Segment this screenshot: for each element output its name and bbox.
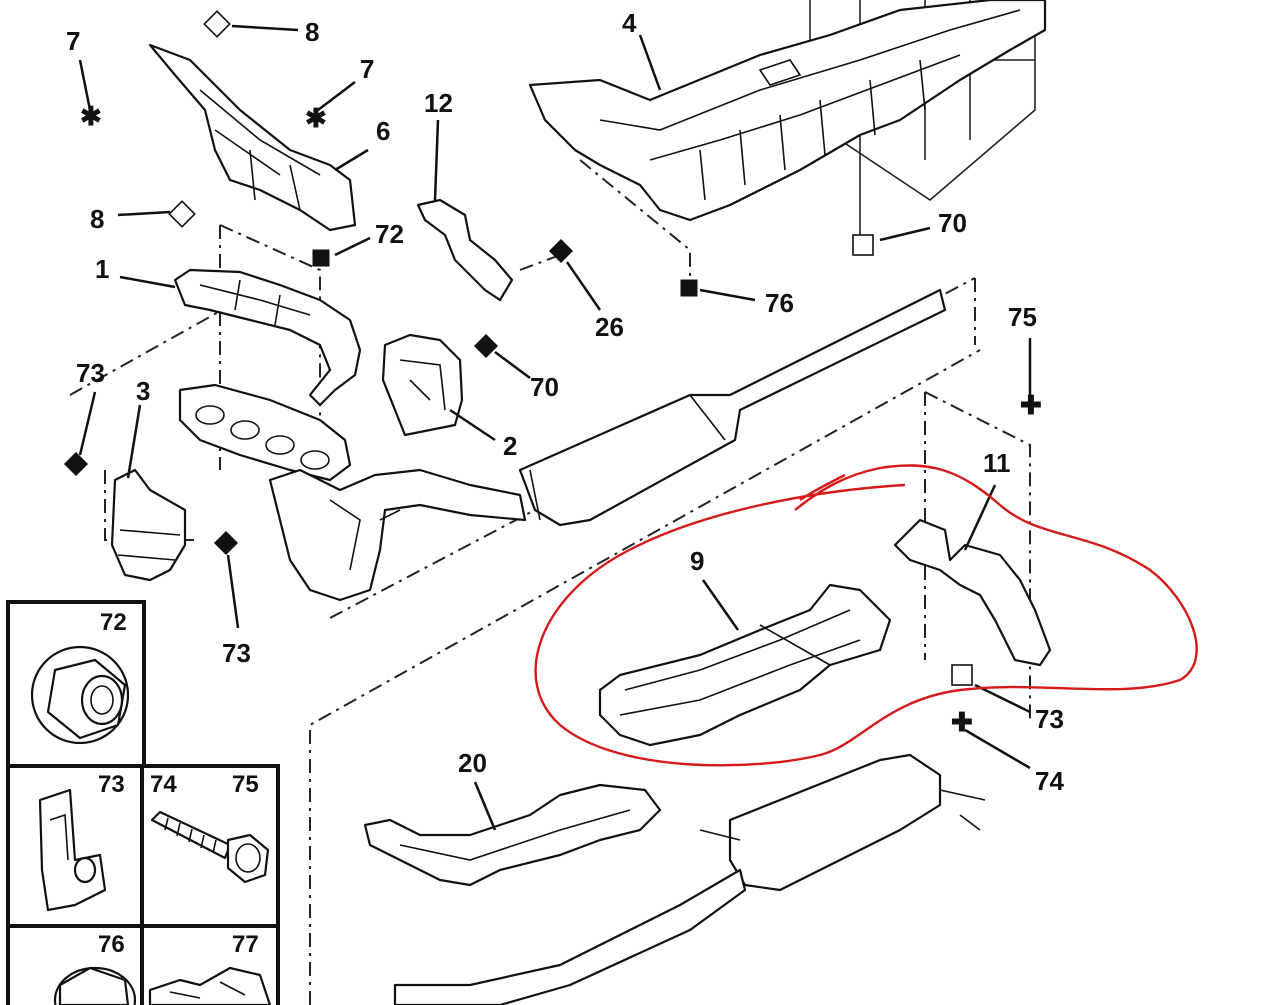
legend-76: 76 xyxy=(98,931,125,958)
callout-2: 2 xyxy=(503,431,517,461)
part-12-bracket[interactable] xyxy=(416,198,514,302)
callout-73b: 73 xyxy=(1035,704,1064,734)
exhaust-front-pipe[interactable] xyxy=(518,288,947,527)
legend-73: 73 xyxy=(98,771,125,798)
callout-76: 76 xyxy=(765,288,794,318)
legend-77: 77 xyxy=(232,931,259,958)
callout-4: 4 xyxy=(622,8,637,38)
part-2-small-shield[interactable] xyxy=(381,333,464,437)
screw-icon xyxy=(150,810,270,884)
callout-8a: 8 xyxy=(305,17,319,47)
part-3-clamp[interactable] xyxy=(110,468,187,582)
fastener-legend: 72 73 74 75 76 77 xyxy=(6,600,280,1005)
callout-75: 75 xyxy=(1008,302,1037,332)
callout-12: 12 xyxy=(424,88,453,118)
hex-nut-icon xyxy=(53,966,137,1005)
svg-text:✚: ✚ xyxy=(951,707,973,737)
callout-26: 26 xyxy=(595,312,624,342)
exhaust-manifold[interactable] xyxy=(178,383,527,602)
callout-3: 3 xyxy=(136,376,150,406)
part-11-bracket-shield[interactable] xyxy=(893,518,1052,667)
flange-nut-icon xyxy=(30,645,130,745)
callout-labels: 7 8 7 6 8 4 12 72 1 26 76 70 70 75 73 3 … xyxy=(66,8,1064,796)
part-4-heat-shield[interactable] xyxy=(528,0,1047,222)
callout-70a: 70 xyxy=(938,208,967,238)
clamp-icon xyxy=(148,966,272,1005)
callout-73c: 73 xyxy=(222,638,251,668)
callout-70b: 70 xyxy=(530,372,559,402)
callout-11: 11 xyxy=(983,448,1011,478)
callout-73a: 73 xyxy=(76,358,105,388)
callout-72: 72 xyxy=(375,219,404,249)
callout-7a: 7 xyxy=(66,26,80,56)
callout-7b: 7 xyxy=(360,54,374,84)
clip-nut-icon xyxy=(38,788,107,912)
rear-silencer[interactable] xyxy=(393,753,986,1005)
callout-20: 20 xyxy=(458,748,487,778)
red-highlight-circle xyxy=(534,464,1198,767)
svg-text:✚: ✚ xyxy=(1020,390,1042,420)
part-9-underbody-shield[interactable] xyxy=(598,583,892,747)
legend-75: 75 xyxy=(232,771,259,798)
callout-6: 6 xyxy=(376,116,390,146)
svg-text:✱: ✱ xyxy=(80,101,102,131)
legend-74: 74 xyxy=(150,771,177,798)
callout-9: 9 xyxy=(690,546,704,576)
callout-1: 1 xyxy=(95,254,109,284)
part-1-heat-shield[interactable] xyxy=(173,268,362,407)
svg-text:✱: ✱ xyxy=(305,103,327,133)
callout-8b: 8 xyxy=(90,204,104,234)
legend-72: 72 xyxy=(100,609,127,636)
part-20-heat-shield[interactable] xyxy=(363,783,662,887)
fastener-markers: ✱ ✱ ✚ ✚ xyxy=(63,10,1042,737)
part-6-manifold-shield[interactable] xyxy=(148,43,357,232)
callout-74: 74 xyxy=(1035,766,1064,796)
